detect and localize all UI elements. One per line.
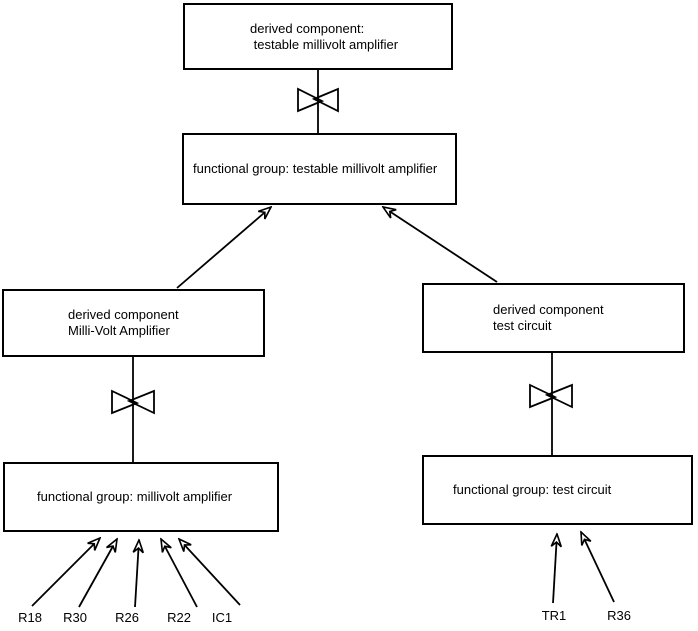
node-derived-testable-millivolt-amplifier: derived component: testable millivolt am… [183, 3, 453, 70]
component-label-r18: R18 [18, 610, 42, 625]
node-text-line1: derived component: [250, 20, 365, 36]
arrow-ic1 [179, 539, 241, 606]
arrow-derived-millivolt-to-functional-testable [176, 207, 271, 289]
arrow-tr1 [553, 534, 557, 604]
node-derived-test-circuit: derived component test circuit [422, 283, 685, 353]
node-text-line1: derived component [493, 302, 604, 317]
component-label-r26: R26 [115, 610, 139, 625]
arrow-r18 [31, 538, 100, 607]
node-functional-group-testable-millivolt-amplifier: functional group: testable millivolt amp… [182, 133, 457, 205]
arrow-r22 [161, 539, 198, 608]
component-label-r36: R36 [607, 608, 631, 623]
bowtie-icon-left [111, 389, 155, 415]
node-text: functional group: test circuit [453, 482, 612, 497]
node-functional-group-test-circuit: functional group: test circuit [422, 455, 693, 525]
component-label-r30: R30 [63, 610, 87, 625]
node-text-line2: Milli-Volt Amplifier [68, 323, 170, 338]
node-text-line1: derived component [68, 307, 179, 322]
node-functional-group-millivolt-amplifier: functional group: millivolt amplifier [3, 462, 279, 532]
node-text-line2: test circuit [493, 318, 552, 333]
arrow-r30 [78, 539, 117, 608]
arrow-r26 [135, 540, 139, 608]
component-label-tr1: TR1 [541, 608, 567, 623]
node-text-line2: testable millivolt amplifier [250, 36, 399, 52]
node-derived-milli-volt-amplifier: derived component Milli-Volt Amplifier [2, 289, 265, 357]
bowtie-icon-top [297, 87, 339, 113]
node-text: functional group: millivolt amplifier [37, 489, 233, 504]
node-text: functional group: testable millivolt amp… [193, 161, 438, 176]
component-label-ic1: IC1 [211, 610, 233, 625]
arrow-derived-test-to-functional-testable [383, 207, 498, 283]
component-label-r22: R22 [167, 610, 191, 625]
bowtie-icon-right [529, 383, 573, 409]
arrow-r36 [581, 532, 615, 603]
